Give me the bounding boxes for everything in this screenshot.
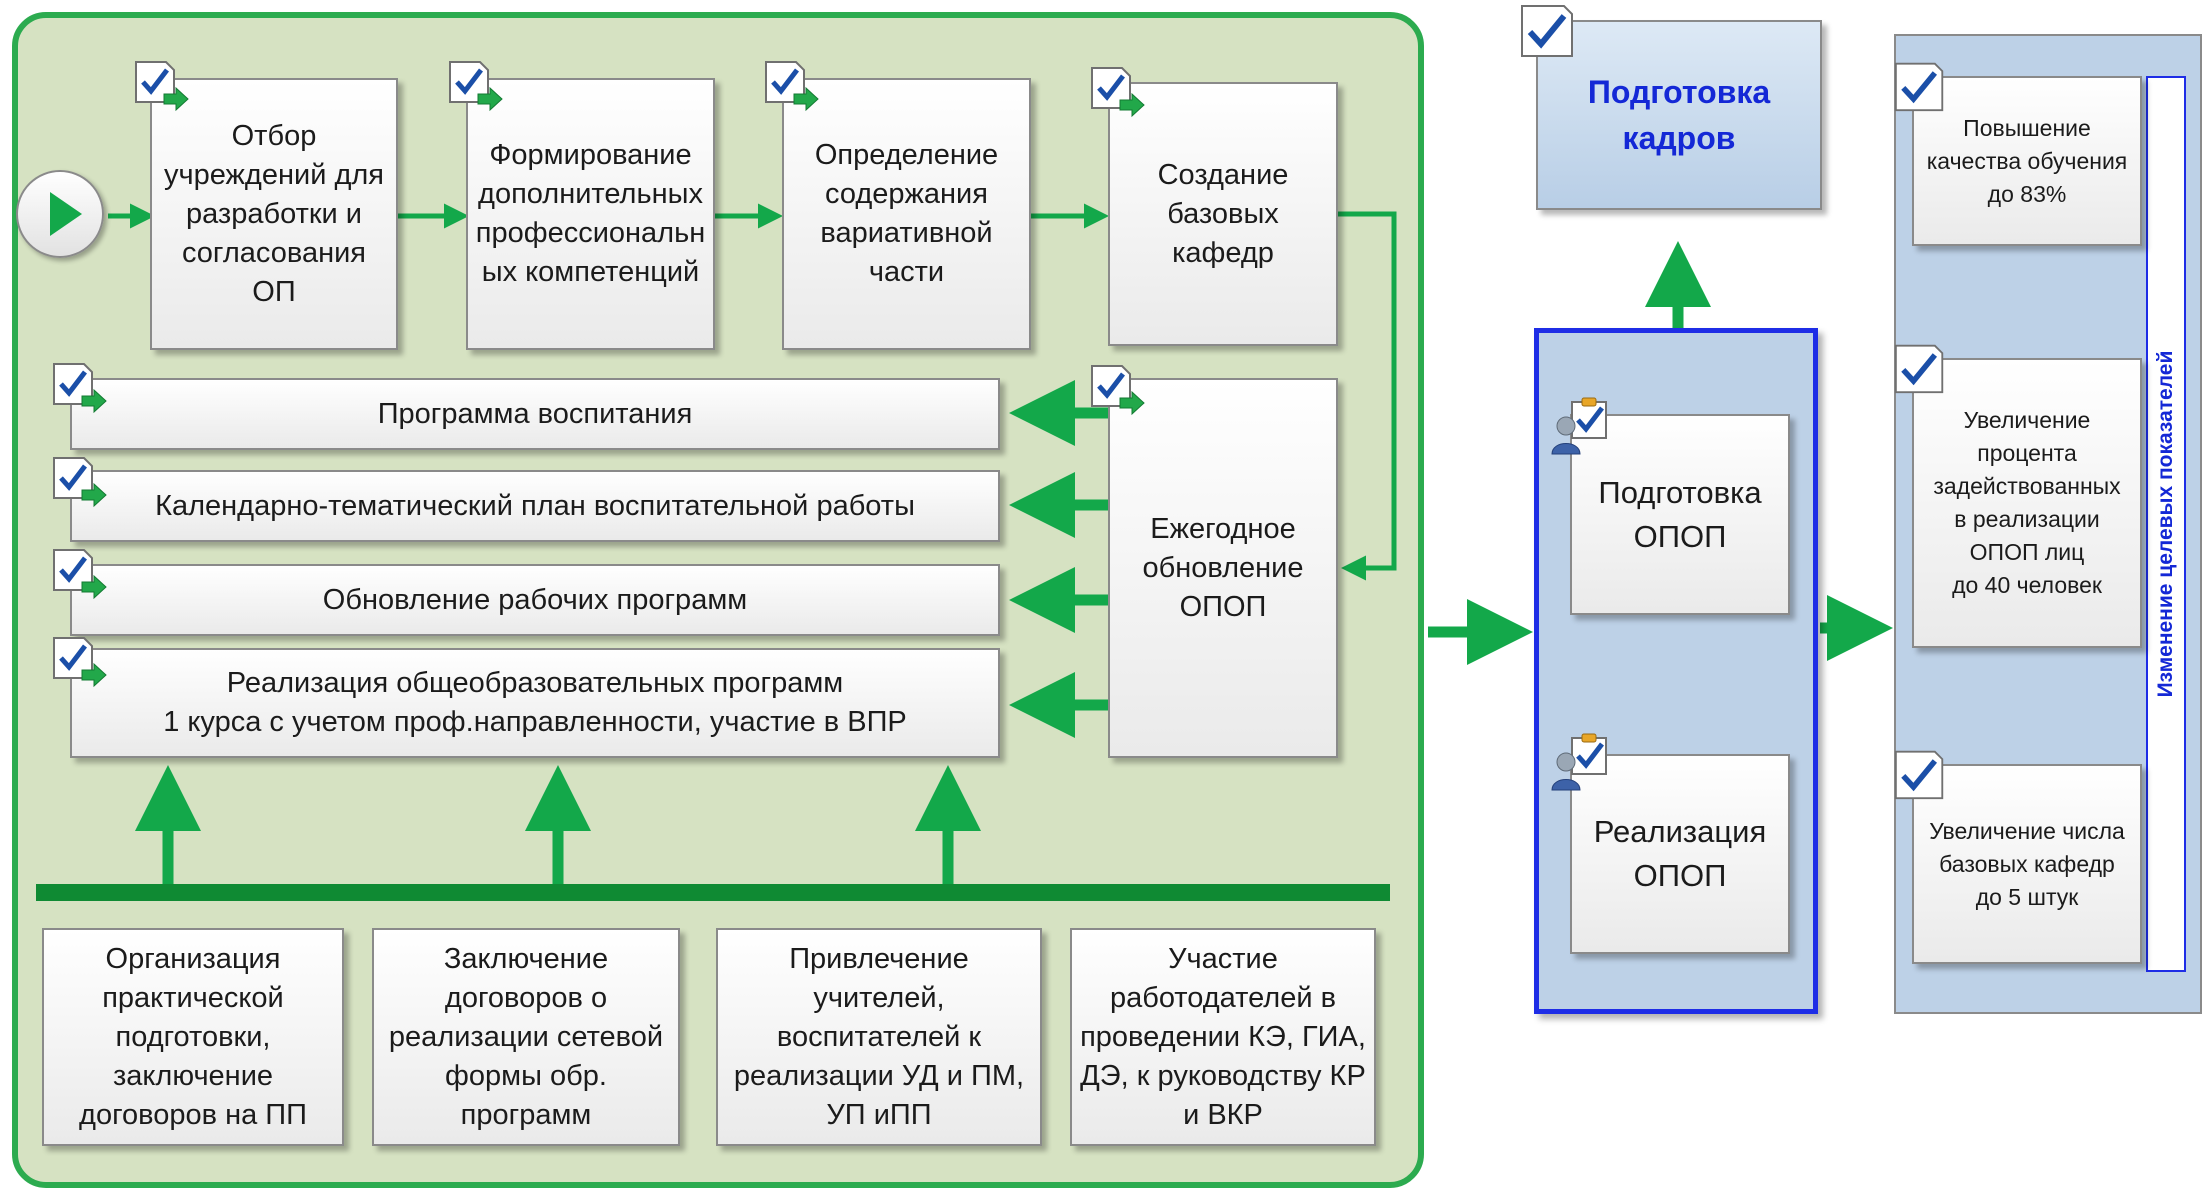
step-label: Создание базовых кафедр [1157,158,1289,269]
opop-prepare-box: Подготовка ОПОП [1570,414,1790,615]
staff-training-box: Подготовка кадров [1536,20,1822,210]
checkmark-arrow-icon [1091,67,1145,118]
bar-work-programs: Обновление рабочих программ [70,564,1000,636]
opop-implement-label: Реализация ОПОП [1593,814,1767,893]
goals-vertical-strip: Изменение целевых показателей [2146,76,2186,972]
person-check-icon [1551,397,1607,455]
goal-box-quality: Повышение качества обучения до 83% [1912,76,2142,246]
goal-label: Повышение качества обучения до 83% [1926,114,2128,207]
opop-implement-box: Реализация ОПОП [1570,754,1790,954]
support-box-employers: Участие работодателей в проведении КЭ, Г… [1070,928,1376,1146]
support-label: Участие работодателей в проведении КЭ, Г… [1080,942,1366,1131]
checkmark-arrow-icon [53,457,107,508]
checkmark-arrow-icon [53,549,107,600]
checkmark-arrow-icon [1091,365,1145,416]
annual-label: Ежегодное обновление ОПОП [1142,512,1304,623]
checkmark-arrow-icon [765,61,819,112]
loop-arrow [1338,211,1397,581]
step-label: Отбор учреждений для разработки и соглас… [163,119,384,308]
opop-prepare-label: Подготовка ОПОП [1598,474,1762,554]
checkmark-arrow-icon [53,637,107,688]
goal-box-departments: Увеличение числа базовых кафедр до 5 шту… [1912,764,2142,964]
goal-label: Увеличение числа базовых кафедр до 5 шту… [1929,817,2125,910]
start-button[interactable] [16,170,104,258]
person-check-icon [1551,733,1607,791]
annual-update-box: Ежегодное обновление ОПОП [1108,378,1338,758]
bar-general-programs: Реализация общеобразовательных программ … [70,648,1000,758]
step-label: Определение содержания вариативной части [814,139,999,288]
bar-label: Программа воспитания [377,397,693,430]
bar-upbringing-program: Программа воспитания [70,378,1000,450]
step-box-variative: Определение содержания вариативной части [782,78,1031,350]
goals-vertical-label: Изменение целевых показателей [2154,350,2177,698]
step-box-departments: Создание базовых кафедр [1108,82,1338,346]
step-label: Формирование дополнительных профессионал… [475,139,706,288]
goal-label: Увеличение процента задействованных в ре… [1933,407,2121,598]
support-box-practice: Организация практической подготовки, зак… [42,928,344,1146]
support-label: Организация практической подготовки, зак… [79,942,307,1131]
goal-box-staff-percent: Увеличение процента задействованных в ре… [1912,358,2142,648]
training-label: Подготовка кадров [1587,74,1771,156]
checkmark-arrow-icon [449,61,503,112]
support-box-network: Заключение договоров о реализации сетево… [372,928,680,1146]
bar-label: Реализация общеобразовательных программ … [163,667,907,738]
support-baseline [36,884,1390,901]
support-label: Заключение договоров о реализации сетево… [388,942,664,1131]
checkmark-icon [1894,344,1944,394]
checkmark-arrow-icon [135,61,189,112]
checkmark-icon [1894,750,1944,800]
step-box-competencies: Формирование дополнительных профессионал… [466,78,715,350]
checkmark-icon [1894,62,1944,112]
step-box-selection: Отбор учреждений для разработки и соглас… [150,78,398,350]
bar-label: Календарно-тематический план воспитатель… [155,489,915,522]
play-icon [50,192,82,236]
bar-calendar-plan: Календарно-тематический план воспитатель… [70,470,1000,542]
support-label: Привлечение учителей, воспитателей к реа… [733,942,1025,1131]
bar-label: Обновление рабочих программ [322,583,748,616]
support-box-teachers: Привлечение учителей, воспитателей к реа… [716,928,1042,1146]
checkmark-arrow-icon [53,363,107,414]
checkmark-icon [1521,5,1573,57]
